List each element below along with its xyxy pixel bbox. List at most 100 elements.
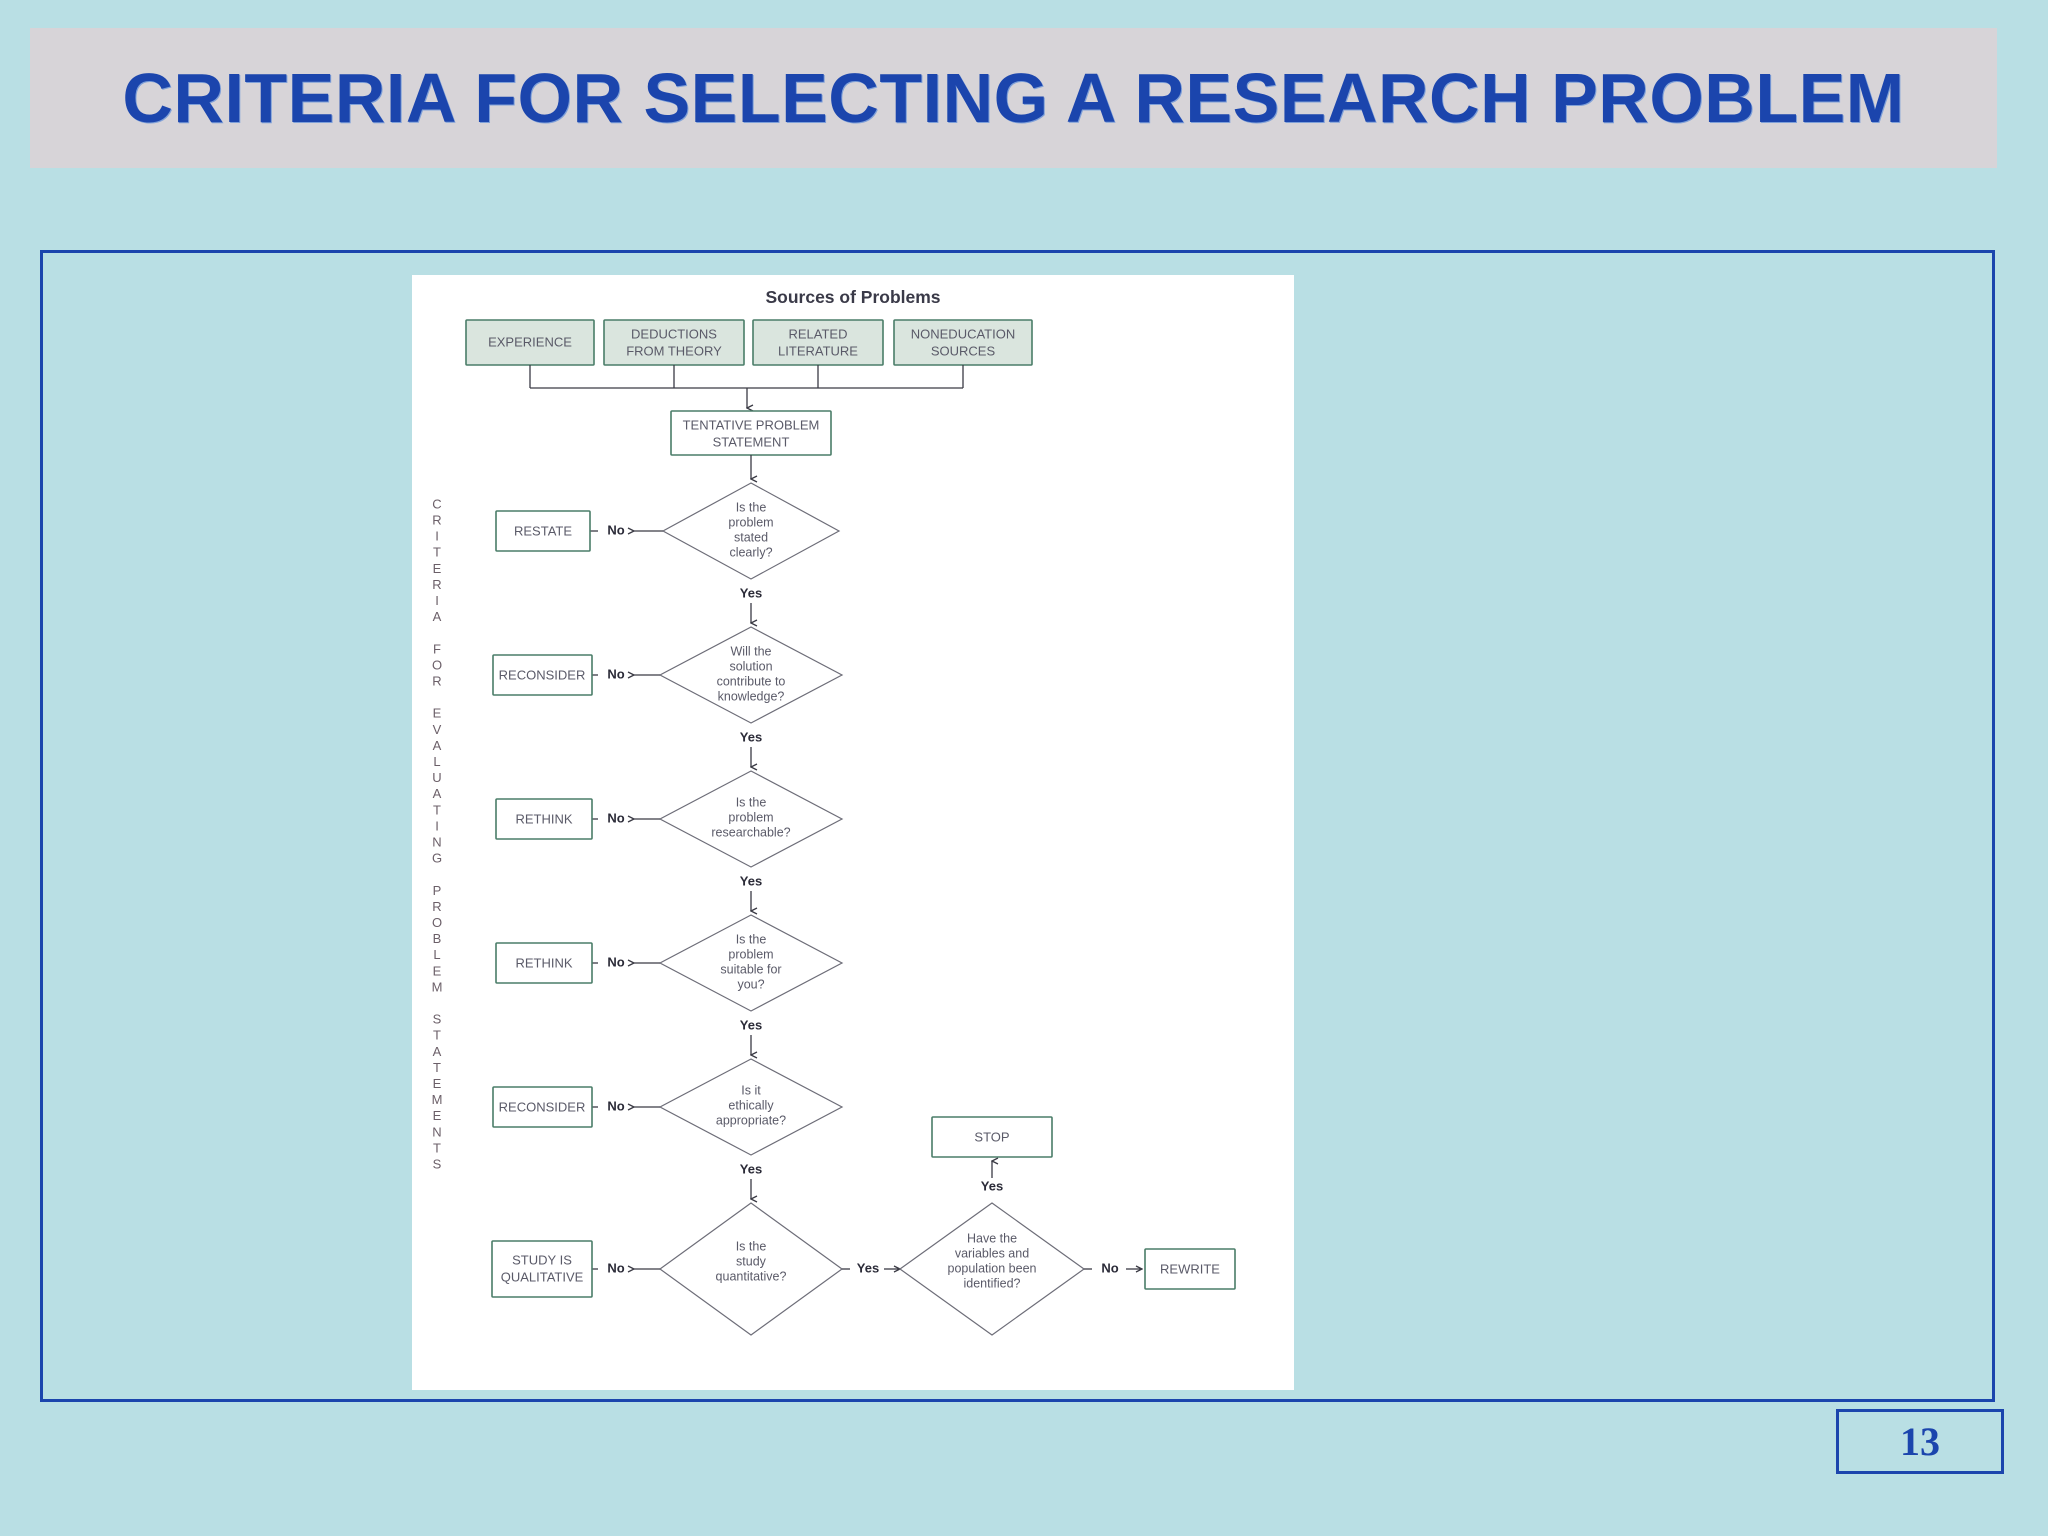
action-rethink-2-label: RETHINK <box>515 955 572 970</box>
page-number-badge: 13 <box>1836 1409 2004 1474</box>
criteria-side-label-letter: T <box>433 545 441 560</box>
decision-suitable-yes-label: Yes <box>740 1017 762 1032</box>
criteria-side-label-letter: N <box>432 1124 441 1139</box>
decision-ethically-appropriate: Is it ethically appropriate? No RECONSID… <box>492 1058 844 1199</box>
criteria-side-label-letter: V <box>433 722 442 737</box>
decision-quantitative-line-3: quantitative? <box>716 1269 787 1283</box>
criteria-side-label-letter: P <box>433 883 442 898</box>
decision-variables-yes-label: Yes <box>981 1178 1003 1193</box>
sources-connector <box>529 365 964 408</box>
criteria-side-label-letter: R <box>432 674 441 689</box>
decision-contribute-no-label: No <box>607 666 624 681</box>
criteria-side-label-letter: R <box>432 513 441 528</box>
decision-quantitative-line-2: study <box>736 1254 767 1268</box>
action-restate-label: RESTATE <box>514 523 572 538</box>
decision-researchable-yes-label: Yes <box>740 873 762 888</box>
criteria-side-label-letter: G <box>432 851 442 866</box>
decision-variables-line-3: population been <box>948 1261 1037 1275</box>
criteria-side-label-letter: S <box>433 1012 442 1027</box>
decision-quantitative-line-1: Is the <box>736 1239 767 1253</box>
tentative-label-1: TENTATIVE PROBLEM <box>683 417 820 432</box>
source-box-literature-label-2: LITERATURE <box>778 343 858 358</box>
criteria-side-label-letter: M <box>432 979 443 994</box>
decision-study-quantitative: Is the study quantitative? No STUDY IS Q… <box>491 1202 900 1336</box>
decision-ethical-yes-label: Yes <box>740 1161 762 1176</box>
criteria-side-label-letter: N <box>432 835 441 850</box>
decision-suitable-no-label: No <box>607 954 624 969</box>
decision-suitable-line-4: you? <box>737 977 764 991</box>
criteria-side-label-letter: U <box>432 770 441 785</box>
criteria-side-label-letter: R <box>432 577 441 592</box>
decision-contribute-line-4: knowledge? <box>718 689 785 703</box>
decision-ethical-line-3: appropriate? <box>716 1113 786 1127</box>
criteria-side-label-letter: T <box>433 1028 441 1043</box>
criteria-side-label-letter: T <box>433 802 441 817</box>
action-qualitative-label-2: QUALITATIVE <box>501 1269 584 1284</box>
source-box-noneducation: NONEDUCATION SOURCES <box>893 319 1033 366</box>
criteria-side-label-letter: T <box>433 1060 441 1075</box>
criteria-side-label-letter: E <box>433 1076 442 1091</box>
source-box-deductions: DEDUCTIONS FROM THEORY <box>603 319 745 366</box>
decision-researchable-no-label: No <box>607 810 624 825</box>
decision-quantitative-yes-label: Yes <box>857 1260 879 1275</box>
criteria-side-label-letter: A <box>433 786 442 801</box>
decision-suitable-line-1: Is the <box>736 932 767 946</box>
criteria-side-label-letter: O <box>432 915 442 930</box>
action-rewrite-label: REWRITE <box>1160 1261 1220 1276</box>
criteria-side-label-letter: I <box>435 593 439 608</box>
source-box-literature: RELATED LITERATURE <box>752 319 884 366</box>
criteria-side-label-letter: A <box>433 1044 442 1059</box>
decision-ethical-line-1: Is it <box>741 1083 761 1097</box>
criteria-side-label-letter: I <box>435 529 439 544</box>
page-number: 13 <box>1900 1419 1940 1464</box>
criteria-side-label-letter: A <box>433 609 442 624</box>
criteria-side-label-letter: C <box>432 496 441 511</box>
decision-ethical-no-label: No <box>607 1098 624 1113</box>
source-box-literature-label-1: RELATED <box>789 326 848 341</box>
decision-contribute-yes-label: Yes <box>740 729 762 744</box>
tentative-problem-statement-box: TENTATIVE PROBLEM STATEMENT <box>670 410 832 479</box>
criteria-side-label-letter: S <box>433 1157 442 1172</box>
decision-researchable-line-3: researchable? <box>711 825 790 839</box>
criteria-side-label-letter: A <box>433 738 442 753</box>
action-stop-label: STOP <box>974 1129 1009 1144</box>
criteria-side-label-letter: R <box>432 899 441 914</box>
flowchart-diagram: EXPERIENCE DEDUCTIONS FROM THEORY RELATE… <box>432 319 1236 1336</box>
decision-contribute-line-1: Will the <box>731 644 772 658</box>
source-box-experience-label: EXPERIENCE <box>488 334 572 349</box>
criteria-side-label-letter: L <box>433 947 440 962</box>
action-reconsider-2-label: RECONSIDER <box>499 1099 586 1114</box>
criteria-side-label-letter: I <box>435 818 439 833</box>
decision-contribute-knowledge: Will the solution contribute to knowledg… <box>492 626 844 767</box>
source-box-deductions-label-2: FROM THEORY <box>626 343 722 358</box>
action-reconsider-1-label: RECONSIDER <box>499 667 586 682</box>
decision-quantitative-no-label: No <box>607 1260 624 1275</box>
criteria-side-label-letter: E <box>433 561 442 576</box>
action-qualitative-label-1: STUDY IS <box>512 1252 572 1267</box>
decision-researchable-line-1: Is the <box>736 795 767 809</box>
page-title: CRITERIA FOR SELECTING A RESEARCH PROBLE… <box>122 59 1905 137</box>
source-box-noneducation-label-1: NONEDUCATION <box>911 326 1015 341</box>
source-box-experience: EXPERIENCE <box>465 319 595 366</box>
criteria-side-label-letter: L <box>433 754 440 769</box>
decision-contribute-line-3: contribute to <box>717 674 786 688</box>
criteria-side-label-letter: E <box>433 963 442 978</box>
decision-stated-clearly-no-label: No <box>607 522 624 537</box>
action-rethink-1-label: RETHINK <box>515 811 572 826</box>
decision-variables-no-label: No <box>1101 1260 1118 1275</box>
tentative-label-2: STATEMENT <box>713 434 790 449</box>
decision-stated-clearly: Is the problem stated clearly? No RESTAT… <box>495 482 841 623</box>
decision-variables-line-4: identified? <box>964 1276 1021 1290</box>
decision-ethical-line-2: ethically <box>728 1098 774 1112</box>
criteria-side-label-letter: O <box>432 657 442 672</box>
decision-stated-clearly-yes-label: Yes <box>740 585 762 600</box>
decision-researchable-line-2: problem <box>728 810 773 824</box>
decision-variables-line-2: variables and <box>955 1246 1029 1260</box>
decision-suitable-for-you: Is the problem suitable for you? No RETH… <box>495 914 844 1055</box>
decision-suitable-line-2: problem <box>728 947 773 961</box>
figure-title: Sources of Problems <box>765 287 941 307</box>
decision-stated-clearly-line-3: stated <box>734 530 768 544</box>
criteria-side-label-letter: M <box>432 1092 443 1107</box>
decision-variables-identified: Have the variables and population been i… <box>898 1116 1236 1336</box>
